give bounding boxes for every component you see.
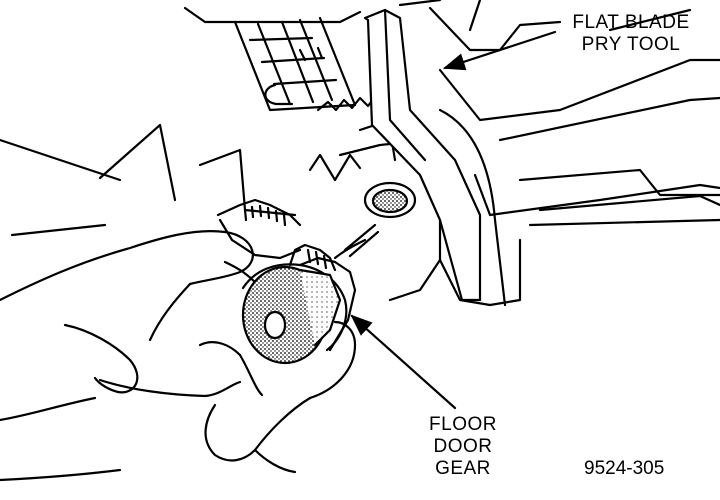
- flat-blade-leader: [442, 30, 557, 71]
- floor-door-leader: [350, 314, 457, 410]
- figure-id: 9524-305: [584, 458, 665, 479]
- flat-blade-line1: FLAT BLADE: [572, 12, 690, 33]
- shaft-bore: [363, 181, 417, 219]
- floor-door-line3: GEAR: [435, 458, 491, 479]
- louver-grille: [233, 16, 376, 112]
- pry-tool: [363, 8, 507, 307]
- hands: [0, 230, 357, 482]
- floor-door-line1: FLOOR: [429, 414, 497, 435]
- floor-door-line2: DOOR: [433, 436, 493, 457]
- heater-housing: [183, 0, 720, 227]
- floor-door-gear: [216, 198, 380, 365]
- floor-door-gear-label: FLOOR DOOR GEAR: [408, 414, 518, 480]
- flat-blade-pry-tool-label: FLAT BLADE PRY TOOL: [556, 12, 706, 56]
- flat-blade-line2: PRY TOOL: [581, 34, 681, 55]
